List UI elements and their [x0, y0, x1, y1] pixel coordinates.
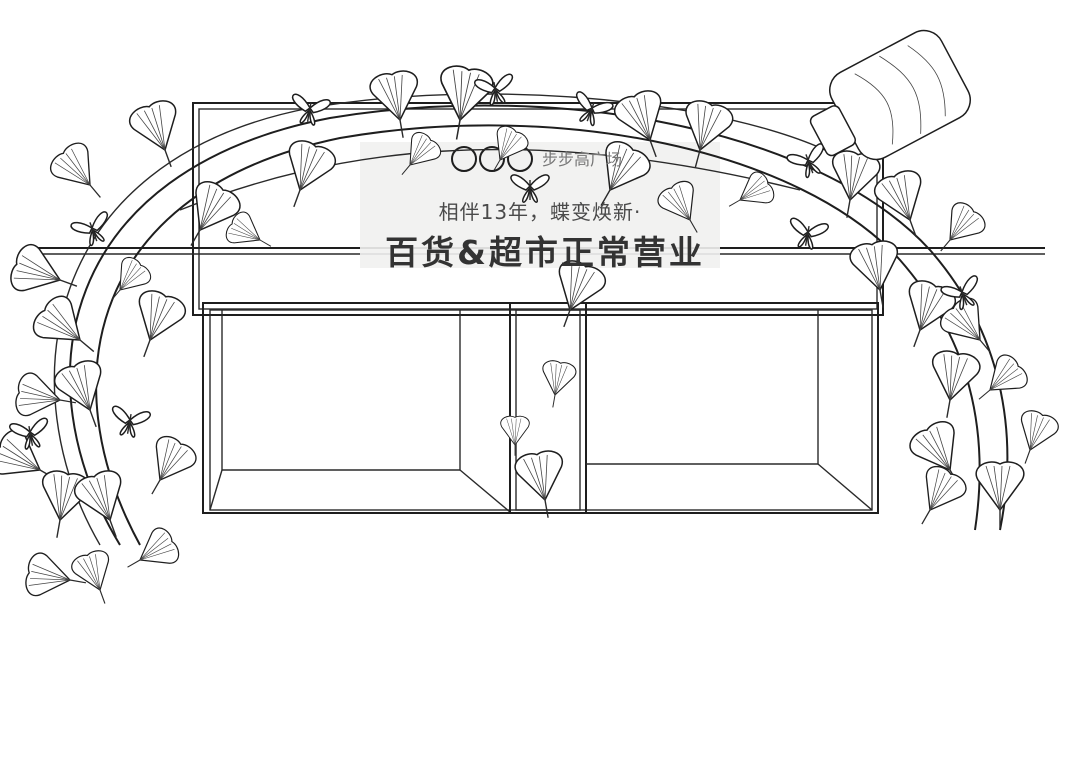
ginkgo-leaf-icon [493, 125, 529, 172]
ginkgo-leaf-icon [514, 450, 564, 518]
ginkgo-leaf-icon [225, 211, 272, 247]
ginkgo-leaf-icon [127, 527, 180, 568]
ginkgo-leaf-icon [190, 180, 241, 246]
ginkgo-leaf-icon [111, 256, 152, 300]
ginkgo-leaf-icon [558, 260, 607, 328]
ginkgo-leaf-icon [613, 90, 662, 158]
ginkgo-leaf-icon [542, 360, 577, 408]
butterfly-icon [786, 143, 824, 179]
ginkgo-leaves [0, 65, 1059, 604]
butterfly-icon [790, 217, 829, 250]
butterfly-icon [576, 91, 614, 127]
ginkgo-leaf-icon [849, 240, 899, 308]
ginkgo-leaf-icon [931, 350, 981, 418]
butterfly-icon [474, 73, 513, 106]
ginkgo-leaf-icon [32, 295, 95, 353]
ginkgo-leaf-icon [500, 415, 530, 456]
ginkgo-leaf-icon [940, 202, 986, 252]
ginkgo-leaf-icon [15, 372, 77, 417]
ginkgo-leaf-icon [831, 150, 881, 218]
ginkgo-leaf-icon [73, 470, 122, 538]
ginkgo-leaf-icon [138, 290, 187, 358]
butterfly-icon [70, 211, 108, 247]
ginkgo-leaf-icon [978, 354, 1028, 400]
bottle-icon [809, 29, 971, 161]
butterfly-icon [9, 417, 48, 450]
butterfly-icon [112, 405, 151, 438]
ginkgo-leaf-icon [71, 550, 109, 604]
ginkgo-leaf-icon [369, 70, 419, 138]
butterflies [9, 73, 978, 450]
ginkgo-leaf-icon [288, 140, 337, 208]
ginkgo-leaf-icon [728, 171, 775, 207]
ginkgo-leaf-icon [49, 142, 101, 198]
butterfly-icon [940, 275, 978, 311]
sign-title: 百货&超市正常营业 [385, 233, 705, 272]
ginkgo-leaf-icon [909, 420, 960, 486]
ginkgo-leaf-icon [873, 170, 922, 238]
ginkgo-leaf-icon [53, 360, 102, 428]
arch-vines [53, 93, 1009, 546]
ginkgo-leaf-icon [128, 100, 177, 168]
ginkgo-leaf-icon [151, 435, 197, 495]
ginkgo-leaf-icon [1021, 410, 1059, 464]
brand-name: 步步高广场 [542, 150, 623, 169]
ginkgo-leaf-icon [600, 140, 651, 206]
ginkgo-leaf-icon [10, 243, 78, 292]
butterfly-icon [510, 174, 550, 203]
ginkgo-leaf-icon [25, 552, 87, 597]
ginkgo-leaf-icon [975, 461, 1025, 528]
ginkgo-leaf-icon [401, 131, 442, 175]
ginkgo-leaf-icon [939, 297, 991, 353]
ginkgo-leaf-icon [657, 180, 698, 233]
ginkgo-leaf-icon [921, 465, 967, 525]
ginkgo-leaf-icon [685, 100, 734, 168]
butterfly-icon [292, 93, 331, 126]
sign-subtitle: 相伴13年，蝶变焕新· [438, 200, 642, 224]
